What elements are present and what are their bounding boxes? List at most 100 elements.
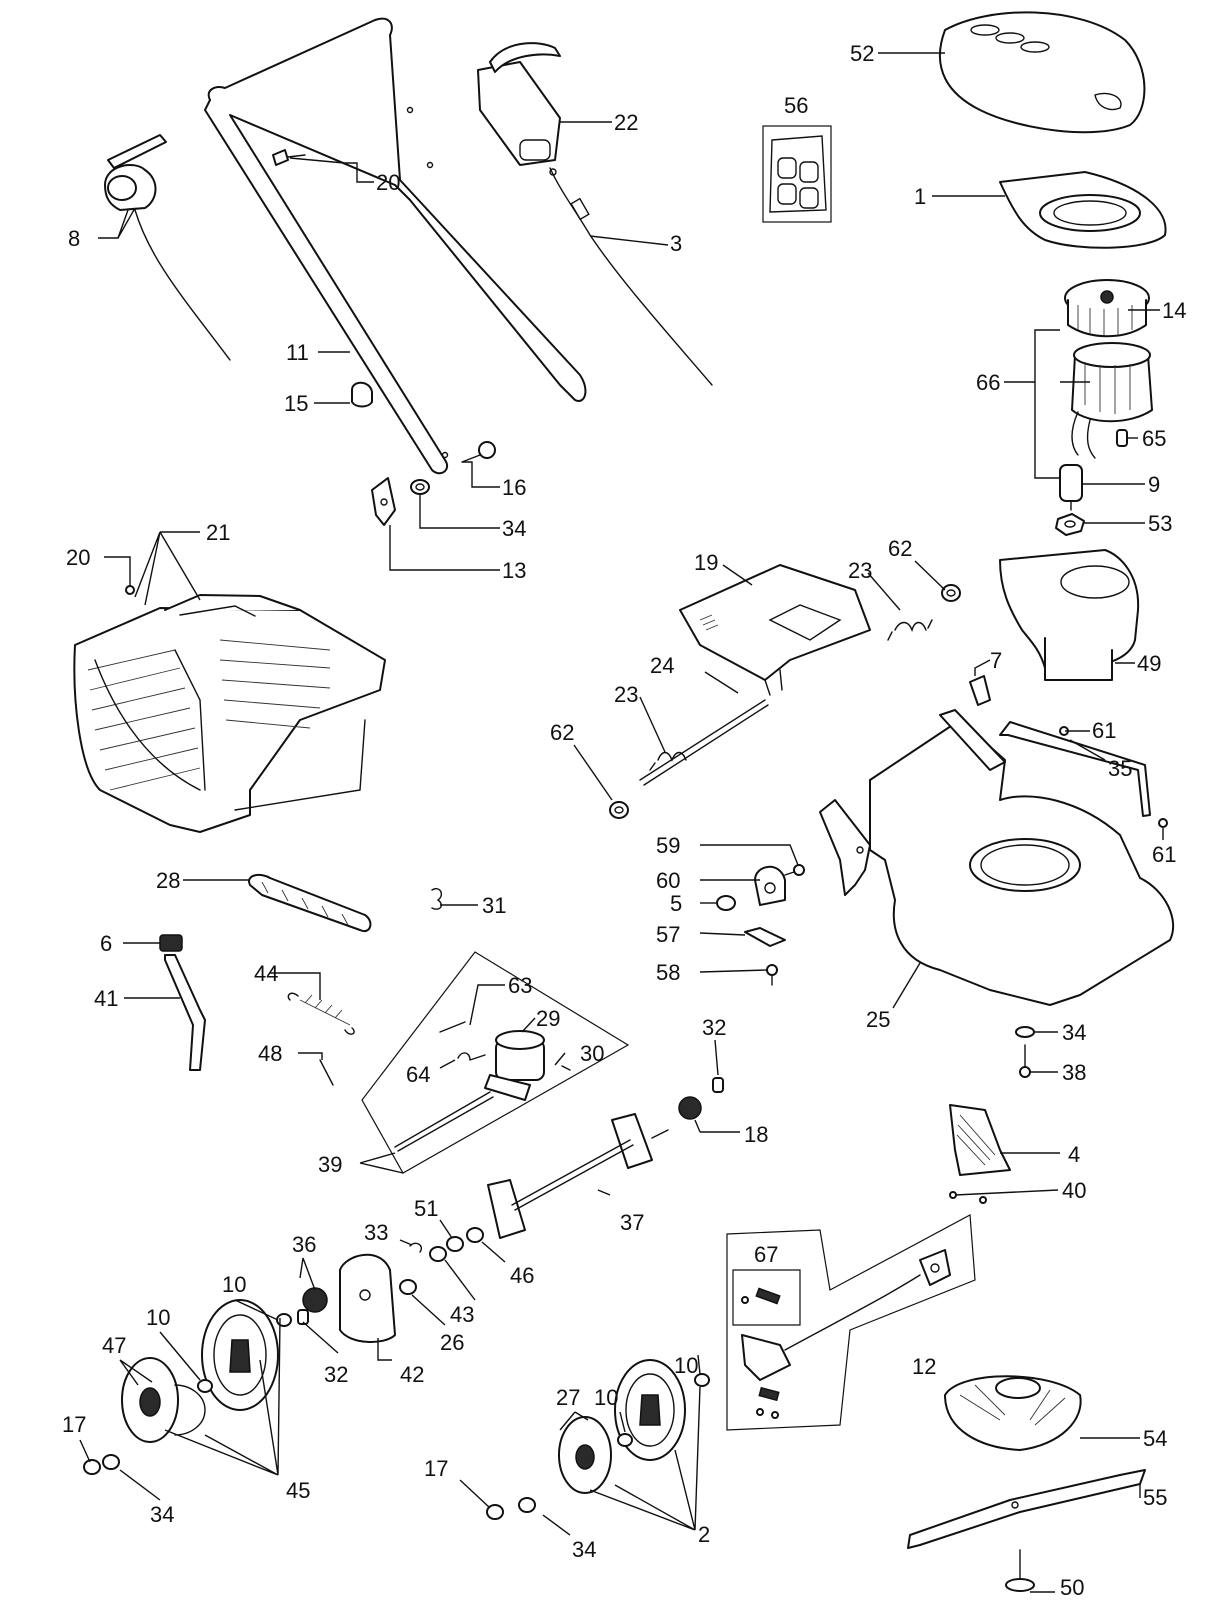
- callout-21: 21: [206, 520, 230, 545]
- part-23-torsion-spring: [887, 619, 933, 641]
- callout-65: 65: [1142, 426, 1166, 451]
- callout-52: 52: [850, 41, 874, 66]
- callout-23b: 23: [614, 682, 638, 707]
- part-36-pinion: [297, 1287, 328, 1325]
- part-51-washer: [446, 1236, 464, 1252]
- callout-57: 57: [656, 922, 680, 947]
- callout-50: 50: [1060, 1575, 1084, 1600]
- part-40-screws: [949, 1191, 987, 1204]
- callout-29: 29: [536, 1006, 560, 1031]
- part-38-bolt: [1019, 1044, 1031, 1078]
- part-11-handle-bar: [204, 17, 587, 475]
- part-58-screw: [766, 964, 778, 986]
- callout-8: 8: [68, 226, 80, 251]
- callout-34c: 34: [150, 1502, 174, 1527]
- callout-32a: 32: [702, 1015, 726, 1040]
- callout-19: 19: [694, 550, 718, 575]
- callout-31: 31: [482, 893, 506, 918]
- callout-6: 6: [100, 931, 112, 956]
- callout-34b: 34: [1062, 1020, 1086, 1045]
- part-4-mulching-plug: [949, 1104, 1011, 1176]
- part-10-washer-b: [197, 1379, 213, 1393]
- callout-64: 64: [406, 1062, 430, 1087]
- part-2-front-wheel: [614, 1359, 686, 1461]
- part-3-throttle-cable: [549, 167, 713, 386]
- callout-7: 7: [990, 648, 1002, 673]
- part-24-flap-rod: [639, 699, 769, 786]
- callout-51: 51: [414, 1196, 438, 1221]
- callout-24: 24: [650, 653, 674, 678]
- callout-16: 16: [502, 475, 526, 500]
- part-26-washer: [399, 1279, 417, 1295]
- part-37-rear-axle: [487, 1113, 669, 1239]
- callout-22: 22: [614, 110, 638, 135]
- callout-48: 48: [258, 1041, 282, 1066]
- callout-20b: 20: [66, 545, 90, 570]
- part-13-handle-disc: [371, 477, 396, 526]
- part-53-nut: [1055, 513, 1085, 536]
- part-49-motor-housing: [999, 549, 1140, 681]
- part-9-capacitor: [1059, 464, 1083, 511]
- part-17-nut-b: [486, 1504, 504, 1520]
- part-10-washer-d: [617, 1433, 633, 1447]
- callout-15: 15: [284, 391, 308, 416]
- callout-17b: 17: [424, 1456, 448, 1481]
- callout-14: 14: [1162, 298, 1186, 323]
- callout-40: 40: [1062, 1178, 1086, 1203]
- part-44-tension-spring: [287, 992, 355, 1035]
- part-25-mower-deck: [819, 709, 1175, 1006]
- part-45-rear-wheel: [201, 1299, 279, 1411]
- callout-10a: 10: [222, 1272, 246, 1297]
- part-50-blade-bolt: [1005, 1549, 1035, 1592]
- part-10-washer-a: [276, 1313, 292, 1327]
- part-46-washer: [466, 1227, 484, 1243]
- leader-lines: [79, 52, 1164, 1593]
- callout-66: 66: [976, 370, 1000, 395]
- callout-62b: 62: [550, 720, 574, 745]
- callout-61b: 61: [1152, 842, 1176, 867]
- part-41-lever-bracket: [164, 954, 206, 1071]
- callout-56: 56: [784, 93, 808, 118]
- callout-62a: 62: [888, 536, 912, 561]
- part-16-handle-bolt: [461, 441, 496, 463]
- part-18-pinion: [678, 1096, 702, 1120]
- part-56-decal-sheet: [762, 125, 832, 223]
- part-35-rear-bar: [999, 721, 1151, 817]
- part-34-washer-d: [518, 1497, 536, 1513]
- part-67-lever-kit: [726, 1214, 976, 1431]
- part-57-plate: [744, 927, 786, 947]
- callout-3: 3: [670, 231, 682, 256]
- part-5-nut: [716, 895, 736, 911]
- callout-60: 60: [656, 868, 680, 893]
- callout-26: 26: [440, 1330, 464, 1355]
- callout-43: 43: [450, 1302, 474, 1327]
- callout-42: 42: [400, 1362, 424, 1387]
- callout-10c: 10: [674, 1353, 698, 1378]
- part-43-washer: [429, 1246, 447, 1262]
- callout-11: 11: [286, 340, 309, 365]
- part-17-nut-a: [83, 1459, 101, 1475]
- part-54-blade-fan: [944, 1375, 1082, 1451]
- callout-34d: 34: [572, 1537, 596, 1562]
- callout-17a: 17: [62, 1412, 86, 1437]
- part-8-switch-lever: [104, 134, 231, 361]
- part-21-grass-catcher: [73, 594, 386, 833]
- part-65-brush: [1116, 429, 1128, 447]
- callout-38: 38: [1062, 1060, 1086, 1085]
- callout-23a: 23: [848, 558, 872, 583]
- callout-55: 55: [1143, 1485, 1167, 1510]
- part-31-small-spring: [431, 888, 442, 910]
- callout-18: 18: [744, 1122, 768, 1147]
- part-60-clip: [754, 865, 786, 906]
- callout-53: 53: [1148, 511, 1172, 536]
- callout-67: 67: [754, 1242, 778, 1267]
- callout-13: 13: [502, 558, 526, 583]
- callout-49: 49: [1137, 651, 1161, 676]
- part-7-plug: [969, 675, 991, 706]
- callout-5: 5: [670, 891, 682, 916]
- part-62-nut-b: [609, 801, 629, 819]
- part-59-screw: [784, 864, 805, 876]
- part-28-drive-belt: [248, 873, 372, 933]
- part-61-nut-b: [1158, 818, 1168, 828]
- part-52-motor-cover: [939, 11, 1146, 134]
